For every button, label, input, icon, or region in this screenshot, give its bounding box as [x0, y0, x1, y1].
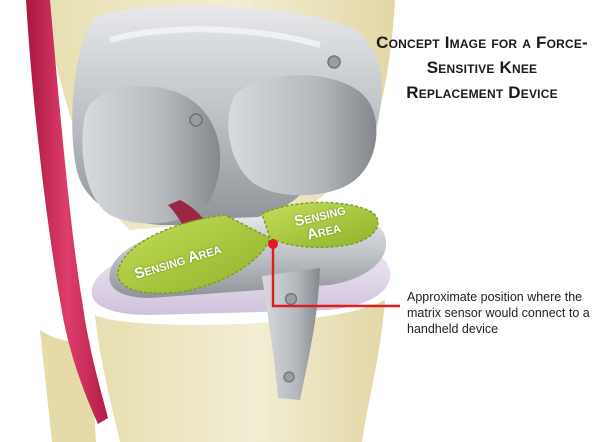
diagram-title: Concept Image for a Force-Sensitive Knee… — [376, 33, 588, 102]
callout-leader — [268, 239, 400, 308]
sensing-area-left-pad — [117, 214, 271, 294]
patellar-ligament — [26, 0, 108, 424]
callout-text: Approximate position where the matrix se… — [407, 290, 590, 336]
sensing-area-right-pad — [261, 201, 379, 249]
femoral-component — [72, 6, 382, 225]
tibia-bone — [95, 300, 385, 442]
